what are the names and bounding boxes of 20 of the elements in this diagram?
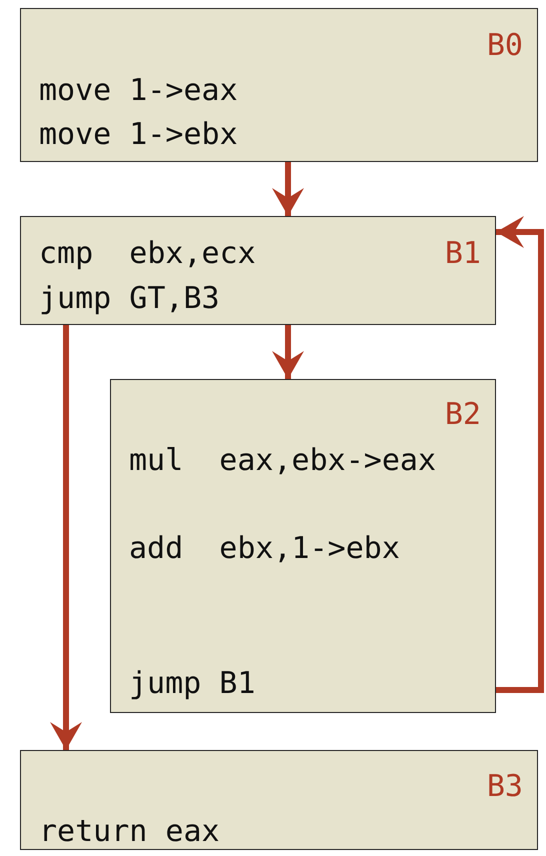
- arrow: [272, 325, 304, 379]
- arrow: [272, 162, 304, 216]
- arrow: [496, 216, 544, 693]
- block-label: B2: [444, 396, 481, 434]
- instruction: move 1->ebx: [39, 116, 238, 154]
- arrow: [50, 325, 82, 750]
- instruction: return eax: [39, 813, 220, 851]
- instruction: add ebx,1->ebx: [129, 530, 400, 568]
- code-block: [20, 8, 538, 162]
- instruction: cmp ebx,ecx: [39, 235, 256, 273]
- block-label: B1: [444, 235, 481, 273]
- code-block: [20, 216, 496, 325]
- code-block: [20, 750, 538, 850]
- block-label: B0: [486, 27, 523, 65]
- block-label: B3: [486, 768, 523, 806]
- instruction: move 1->eax: [39, 72, 238, 110]
- instruction: jump B1: [129, 665, 256, 703]
- code-block: [110, 379, 496, 713]
- instruction: jump GT,B3: [39, 280, 220, 318]
- instruction: mul eax,ebx->eax: [129, 442, 436, 480]
